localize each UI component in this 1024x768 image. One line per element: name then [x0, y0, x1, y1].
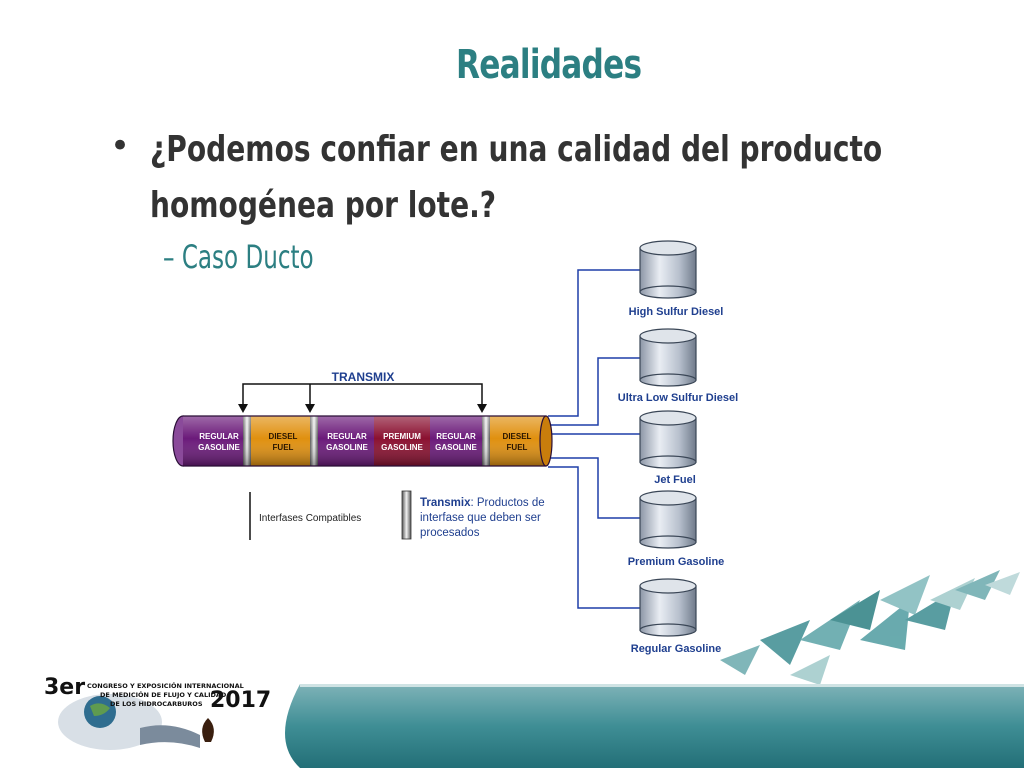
slide-title: Realidades	[456, 42, 642, 88]
tank-label: Regular Gasoline	[631, 643, 721, 655]
legend: Interfases Compatibles Transmix: Product…	[249, 490, 545, 540]
legend-transmix-line3: procesados	[420, 527, 480, 539]
tank-label: Premium Gasoline	[628, 556, 725, 568]
tank-jet-fuel	[639, 410, 697, 469]
logo-line-1: CONGRESO Y EXPOSICIÓN INTERNACIONAL	[87, 681, 244, 690]
tank-regular-gasoline	[639, 578, 697, 637]
pipeline-segment-labels: REGULAR GASOLINE DIESEL FUEL REGULAR GAS…	[198, 432, 531, 452]
segment-label: GASOLINE	[381, 443, 423, 452]
tank-label: Jet Fuel	[654, 474, 696, 486]
logo-line-3: DE LOS HIDROCARBUROS	[110, 700, 203, 708]
segment-label: FUEL	[273, 443, 294, 452]
segment-label: PREMIUM	[383, 432, 421, 441]
tank-label: Ultra Low Sulfur Diesel	[618, 392, 738, 404]
logo-year: 2017	[210, 688, 271, 713]
legend-transmix-line2: interfase que deben ser	[420, 512, 541, 524]
tank-high-sulfur-diesel	[639, 240, 697, 299]
distribution-lines	[548, 269, 640, 609]
bullet-line-2: homogénea por lote.?	[150, 185, 497, 226]
legend-transmix-marker	[401, 490, 412, 540]
logo-line-2: DE MEDICIÓN DE FLUJO Y CALIDAD	[100, 690, 227, 699]
transmix-bracket	[242, 383, 483, 408]
segment-label: FUEL	[507, 443, 528, 452]
tank-label: High Sulfur Diesel	[629, 306, 724, 318]
segment-label: REGULAR	[436, 432, 476, 441]
tank-ultra-low-sulfur-diesel	[639, 328, 697, 387]
legend-compatible-label: Interfases Compatibles	[259, 513, 361, 524]
segment-label: DIESEL	[503, 432, 532, 441]
pipeline	[172, 415, 553, 467]
sub-bullet: – Caso Ducto	[163, 238, 314, 276]
bullet-marker: •	[110, 126, 131, 166]
logo-3er: 3er	[44, 675, 85, 700]
congress-logo: 3er CONGRESO Y EXPOSICIÓN INTERNACIONAL …	[44, 675, 271, 750]
legend-transmix-text: Transmix: Productos de	[420, 497, 545, 509]
segment-label: GASOLINE	[435, 443, 477, 452]
decorative-triangles	[720, 570, 1020, 685]
footer-band	[285, 681, 1024, 768]
segment-label: REGULAR	[327, 432, 367, 441]
transmix-arrows	[238, 404, 487, 413]
segment-label: GASOLINE	[198, 443, 240, 452]
segment-label: GASOLINE	[326, 443, 368, 452]
transmix-label: TRANSMIX	[332, 370, 395, 384]
tank-premium-gasoline	[639, 490, 697, 549]
bullet-line-1: ¿Podemos confiar en una calidad del prod…	[150, 129, 883, 170]
segment-label: DIESEL	[269, 432, 298, 441]
segment-label: REGULAR	[199, 432, 239, 441]
bullet-question: ¿Podemos confiar en una calidad del prod…	[150, 122, 882, 234]
